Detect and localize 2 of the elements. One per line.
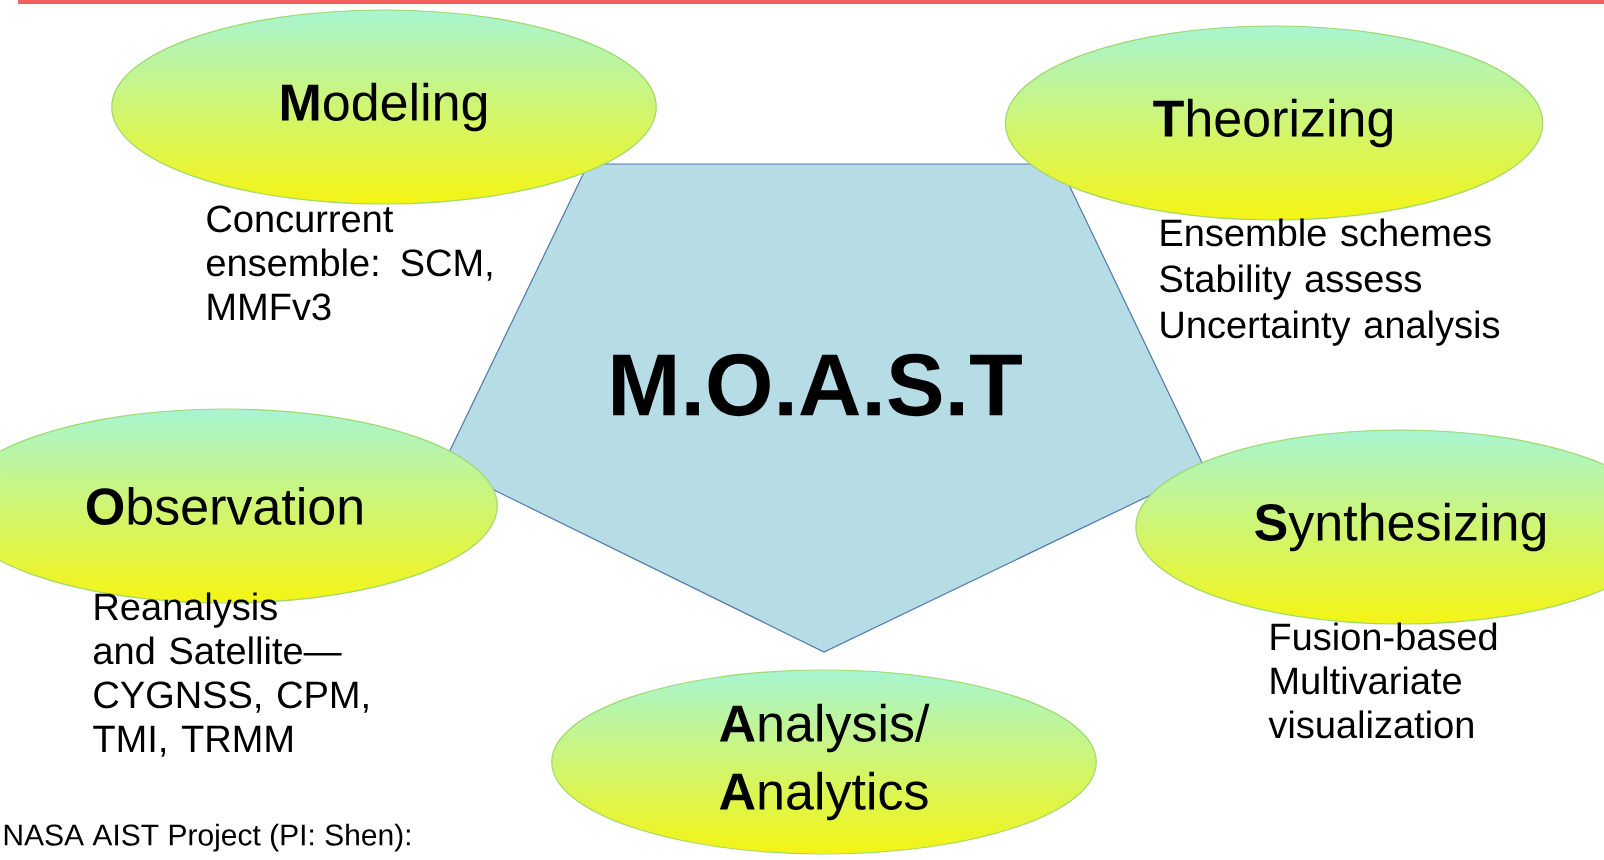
beside-text: Fusion-based Multivariate visualization [1268, 622, 1497, 739]
footer-note: NASA AIST Project (PI: Shen): [4, 823, 410, 852]
